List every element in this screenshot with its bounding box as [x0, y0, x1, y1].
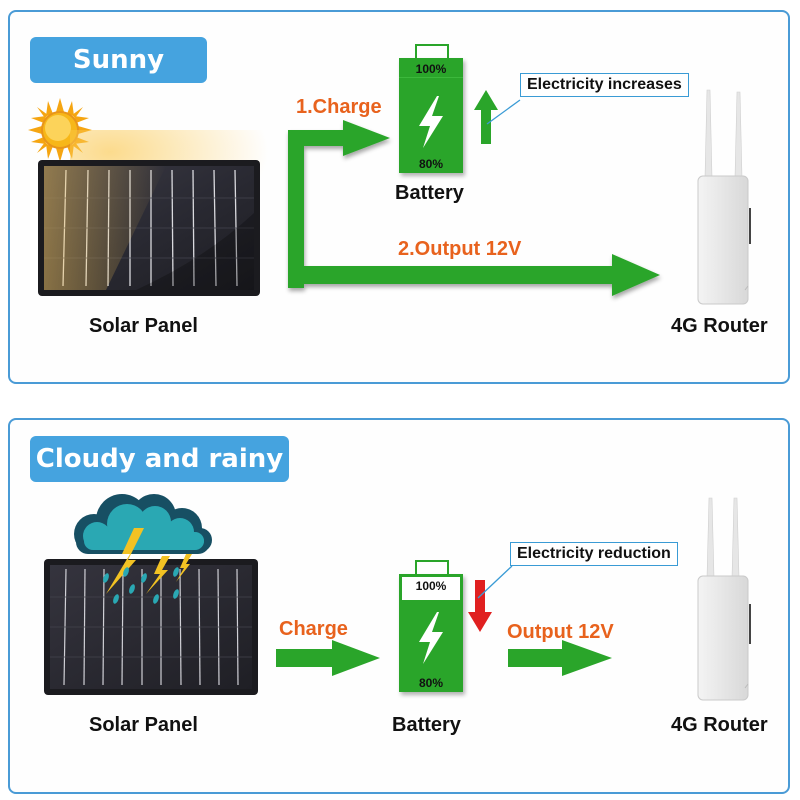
sunny-callout-leader	[486, 99, 521, 125]
sunny-battery-label: Battery	[395, 182, 464, 204]
sunny-router-label: 4G Router	[671, 315, 768, 337]
solar-panel-image	[44, 559, 258, 695]
battery-terminal	[415, 560, 449, 574]
battery-top-percent: 100%	[415, 62, 447, 76]
output-path-horizontal	[288, 266, 618, 284]
cloudy-router-label: 4G Router	[671, 714, 768, 736]
charge-path-horizontal	[288, 130, 348, 146]
storm-cloud-icon	[74, 494, 212, 604]
electricity-down-arrow-icon	[468, 580, 492, 632]
sunny-title-badge: Sunny	[30, 37, 207, 83]
cloudy-title: Cloudy and rainy	[35, 444, 284, 474]
battery-terminal	[415, 44, 449, 58]
sunny-title: Sunny	[72, 45, 165, 75]
cloudy-charge-arrow-icon	[276, 640, 380, 676]
lightning-icon	[419, 96, 443, 148]
battery-bottom-percent: 80%	[418, 676, 444, 690]
cloudy-title-badge: Cloudy and rainy	[30, 436, 289, 482]
cloudy-battery: 100% 80%	[399, 560, 467, 695]
cloudy-output-arrow-icon	[508, 640, 612, 676]
sunny-flow-arrows	[288, 120, 660, 296]
cloudy-callout: Electricity reduction	[510, 542, 678, 566]
cloudy-output-label: Output 12V	[507, 621, 614, 643]
charge-path-vertical	[288, 130, 304, 288]
electricity-up-arrow-icon	[474, 90, 498, 144]
solar-panel-image	[38, 160, 260, 296]
cloudy-callout-leader	[477, 565, 513, 599]
battery-bottom-percent: 80%	[418, 157, 444, 171]
router-image	[697, 89, 751, 305]
output-arrow-head	[612, 254, 660, 296]
sunny-solar-panel-label: Solar Panel	[89, 315, 198, 337]
router-image	[697, 497, 751, 701]
sunny-callout: Electricity increases	[520, 73, 689, 97]
cloudy-charge-label: Charge	[279, 618, 348, 640]
sunny-battery: 100% 80%	[399, 44, 467, 176]
battery-drained-area	[402, 577, 460, 600]
sunny-charge-label: 1.Charge	[296, 96, 382, 118]
battery-top-percent: 100%	[415, 579, 447, 593]
sunny-output-label: 2.Output 12V	[398, 238, 522, 260]
sun-icon	[28, 98, 92, 162]
charge-arrow-head	[343, 120, 390, 156]
lightning-icon	[419, 612, 443, 664]
cloudy-solar-panel-label: Solar Panel	[89, 714, 198, 736]
cloudy-battery-label: Battery	[392, 714, 461, 736]
